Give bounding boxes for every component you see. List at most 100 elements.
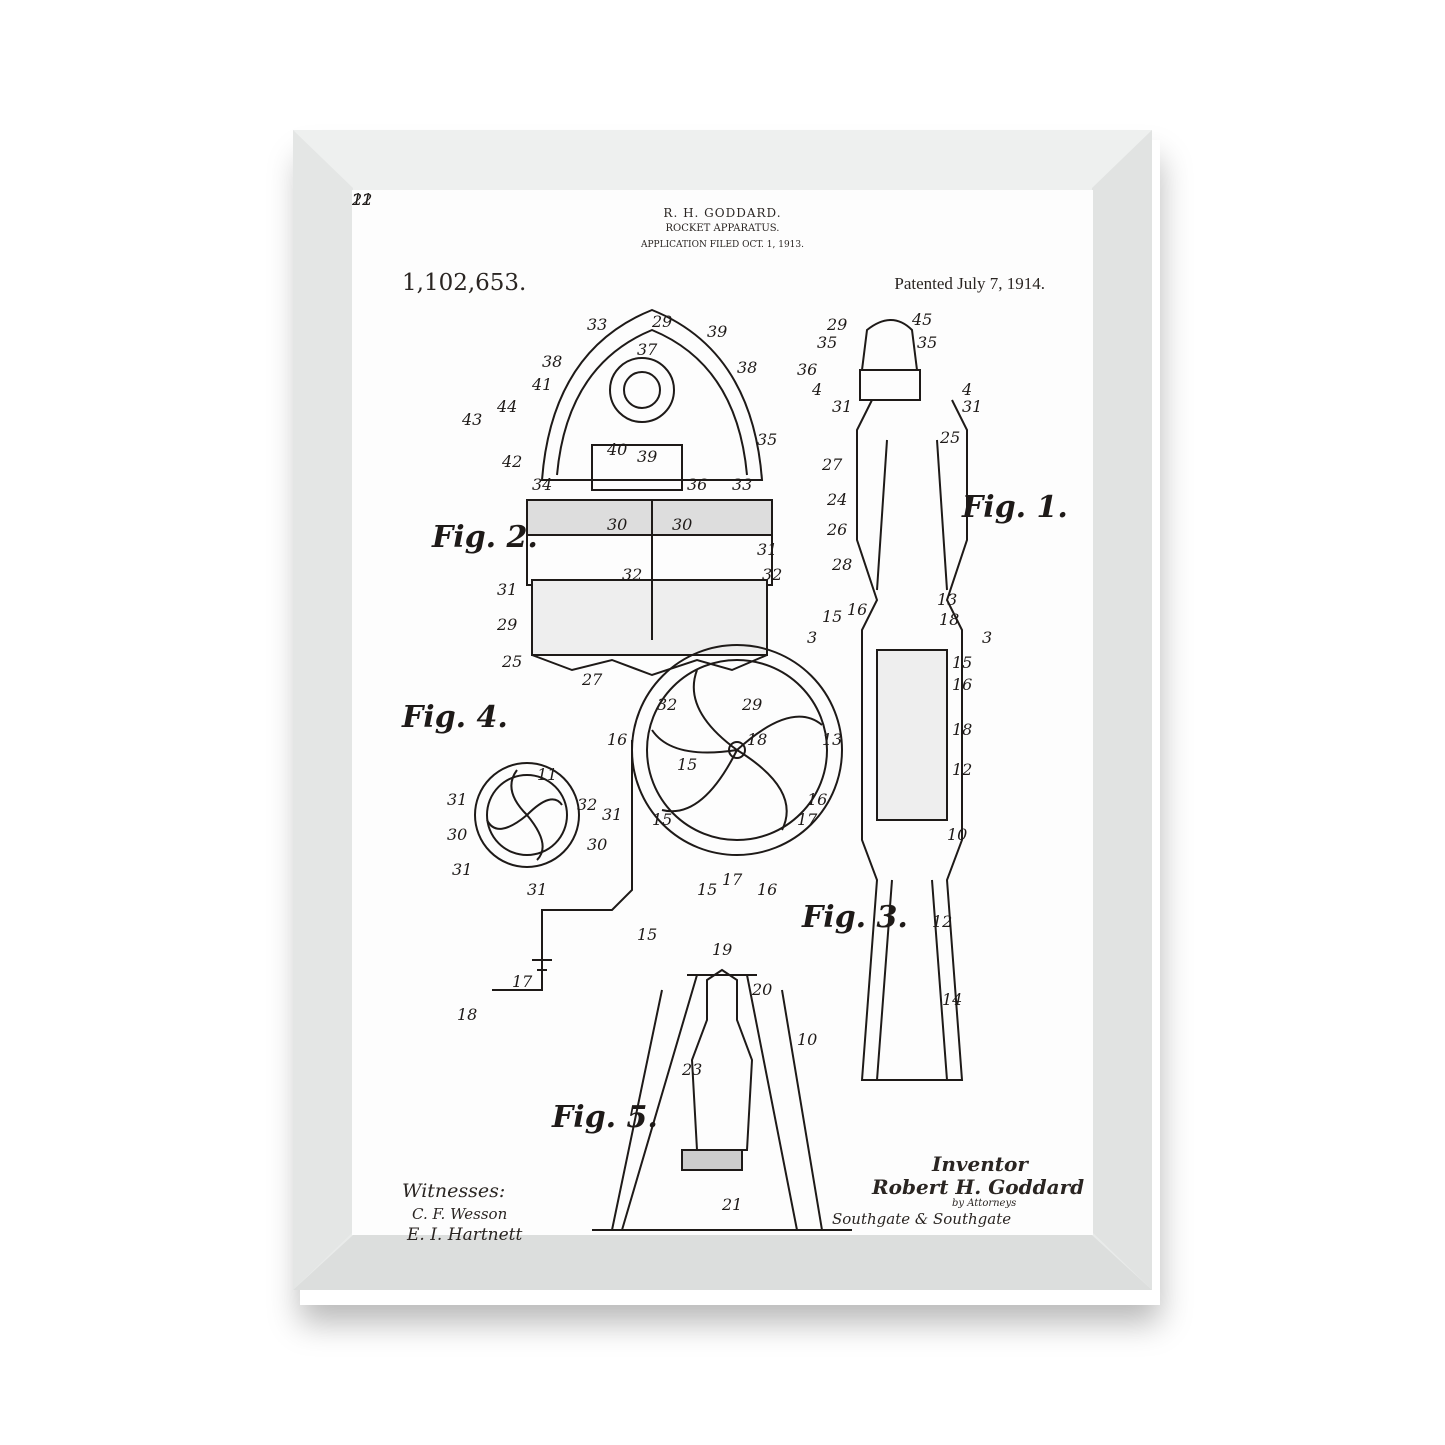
reference-numeral: 25 — [502, 652, 523, 671]
reference-numeral: 13 — [822, 730, 843, 749]
reference-numeral: 45 — [912, 310, 933, 329]
reference-numeral: 20 — [752, 980, 773, 999]
reference-numeral: 31 — [527, 880, 548, 899]
reference-numeral: 42 — [502, 452, 523, 471]
frame-left — [293, 130, 353, 1290]
reference-numeral: 37 — [637, 340, 658, 359]
reference-numeral: 11 — [537, 765, 558, 784]
reference-numeral: 3 — [807, 628, 818, 647]
reference-numeral: 25 — [940, 428, 961, 447]
fig3-drawing — [492, 644, 843, 991]
frame-bottom — [293, 1235, 1152, 1290]
fig2-drawing — [526, 308, 773, 677]
reference-numeral: 31 — [452, 860, 473, 879]
reference-numeral: 41 — [532, 375, 553, 394]
reference-numeral: 39 — [707, 322, 728, 341]
fig1-drawing — [856, 319, 968, 1081]
fig-5-label: Fig. 5. — [552, 1100, 658, 1135]
reference-numeral: 15 — [652, 810, 673, 829]
reference-numeral: 16 — [847, 600, 868, 619]
reference-numeral: 27 — [822, 455, 843, 474]
reference-numeral: 15 — [637, 925, 658, 944]
patent-title: ROCKET APPARATUS. — [665, 223, 780, 234]
reference-numeral: 29 — [827, 315, 848, 334]
reference-numeral: 15 — [952, 653, 973, 672]
reference-numeral: 29 — [497, 615, 518, 634]
reference-numeral: 16 — [807, 790, 828, 809]
reference-numeral: 31 — [602, 805, 623, 824]
filing-date: APPLICATION FILED OCT. 1, 1913. — [640, 240, 804, 250]
reference-numeral: 35 — [757, 430, 778, 449]
reference-numeral: 36 — [797, 360, 818, 379]
attorneys-label: by Attorneys — [952, 1198, 1017, 1209]
reference-numeral: 35 — [817, 333, 838, 352]
reference-numeral: 32 — [762, 565, 783, 584]
reference-numeral: 36 — [687, 475, 708, 494]
reference-numeral: 28 — [832, 555, 853, 574]
reference-numeral: 16 — [607, 730, 628, 749]
reference-numeral: 32 — [577, 795, 598, 814]
patent-print: R. H. GODDARD. ROCKET APPARATUS. APPLICA… — [352, 190, 1093, 1245]
patent-date: Patented July 7, 1914. — [894, 274, 1045, 293]
witness-1: C. F. Wesson — [412, 1205, 508, 1223]
reference-numeral: 18 — [952, 720, 973, 739]
reference-numeral: 19 — [712, 940, 733, 959]
reference-numeral: 12 — [952, 760, 973, 779]
reference-numeral: 23 — [682, 1060, 703, 1079]
inventor-name: Robert H. Goddard — [872, 1175, 1085, 1199]
reference-numeral: 15 — [822, 607, 843, 626]
fig5-drawing — [592, 968, 852, 1231]
reference-numeral: 24 — [827, 490, 848, 509]
reference-numeral: 15 — [697, 880, 718, 899]
reference-numeral: 43 — [462, 410, 483, 429]
reference-numeral: 17 — [722, 870, 743, 889]
reference-numeral: 10 — [797, 1030, 818, 1049]
reference-numeral: 33 — [732, 475, 753, 494]
reference-numeral: 16 — [757, 880, 778, 899]
reference-numeral: 4 — [812, 380, 823, 399]
reference-numeral: 38 — [542, 352, 563, 371]
reference-numeral: 30 — [447, 825, 468, 844]
fig-4-label: Fig. 4. — [402, 700, 508, 735]
reference-numeral: 38 — [737, 358, 758, 377]
reference-numeral: 33 — [587, 315, 608, 334]
reference-numeral: 27 — [582, 670, 603, 689]
reference-numeral: 30 — [607, 515, 628, 534]
reference-numeral: 30 — [587, 835, 608, 854]
reference-numeral: 26 — [827, 520, 848, 539]
reference-numeral: 44 — [497, 397, 518, 416]
fig-3-label: Fig. 3. — [802, 900, 908, 935]
reference-numeral: 18 — [457, 1005, 478, 1024]
reference-numeral: 22 — [352, 190, 373, 209]
reference-numeral: 4 — [962, 380, 973, 399]
reference-numeral: 31 — [832, 397, 853, 416]
witness-2: E. I. Hartnett — [407, 1225, 523, 1245]
reference-numeral: 29 — [652, 312, 673, 331]
fig4-drawing — [474, 762, 580, 868]
inventor-label: Inventor — [932, 1152, 1028, 1176]
fig-2-label: Fig. 2. — [432, 520, 538, 555]
reference-numeral: 40 — [607, 440, 628, 459]
witnesses-label: Witnesses: — [402, 1180, 506, 1202]
reference-numeral: 15 — [677, 755, 698, 774]
reference-numeral: 17 — [512, 972, 533, 991]
reference-numeral: 31 — [962, 397, 983, 416]
attorneys: Southgate & Southgate — [832, 1210, 1012, 1228]
reference-numeral: 18 — [939, 610, 960, 629]
reference-numeral: 31 — [757, 540, 778, 559]
reference-numeral: 14 — [942, 990, 963, 1009]
reference-numeral: 30 — [672, 515, 693, 534]
reference-numeral: 29 — [742, 695, 763, 714]
patent-number: 1,102,653. — [402, 270, 527, 296]
frame-top — [293, 130, 1152, 190]
reference-numeral: 35 — [917, 333, 938, 352]
reference-numeral: 16 — [952, 675, 973, 694]
patent-drawing — [474, 308, 968, 1231]
fig-1-label: Fig. 1. — [962, 490, 1068, 525]
reference-numeral: 32 — [622, 565, 643, 584]
reference-numeral: 18 — [747, 730, 768, 749]
reference-numeral: 3 — [982, 628, 993, 647]
reference-numeral: 31 — [447, 790, 468, 809]
frame-right — [1092, 130, 1152, 1290]
reference-numeral: 32 — [657, 695, 678, 714]
